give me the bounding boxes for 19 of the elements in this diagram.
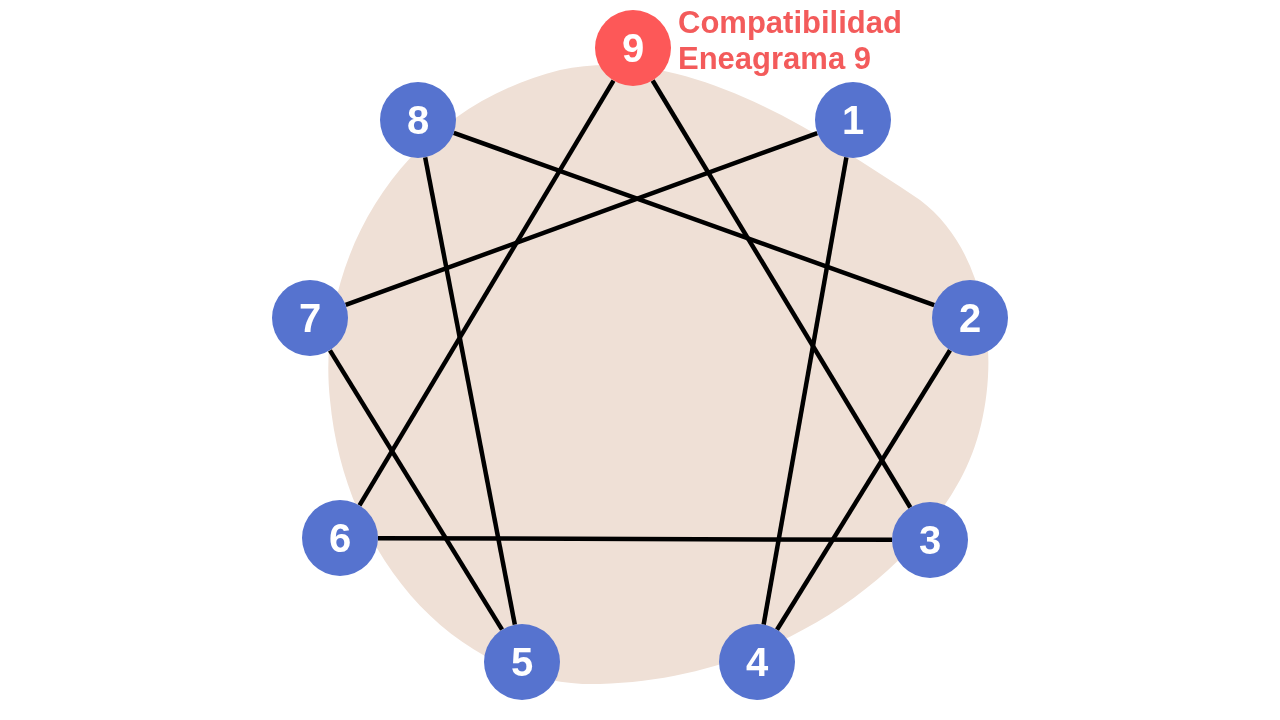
title: Compatibilidad Eneagrama 9: [678, 5, 903, 77]
connector-line: [761, 157, 849, 625]
type-number: 9: [621, 28, 645, 68]
type-number: 7: [298, 298, 322, 338]
type-number: 5: [510, 642, 534, 682]
connector-line: [453, 130, 935, 308]
type-number: 4: [745, 642, 769, 682]
connector-line: [344, 130, 819, 308]
type-number: 3: [918, 520, 942, 560]
connector-line: [422, 156, 518, 626]
type-number: 6: [328, 518, 352, 558]
connector-line: [357, 79, 616, 507]
connector-line: [775, 349, 952, 631]
connector-line: [378, 535, 892, 543]
connector-line: [650, 79, 913, 509]
type-number: 8: [406, 100, 430, 140]
type-number: 1: [841, 100, 865, 140]
connector-line: [328, 349, 504, 631]
type-number: 2: [958, 298, 982, 338]
